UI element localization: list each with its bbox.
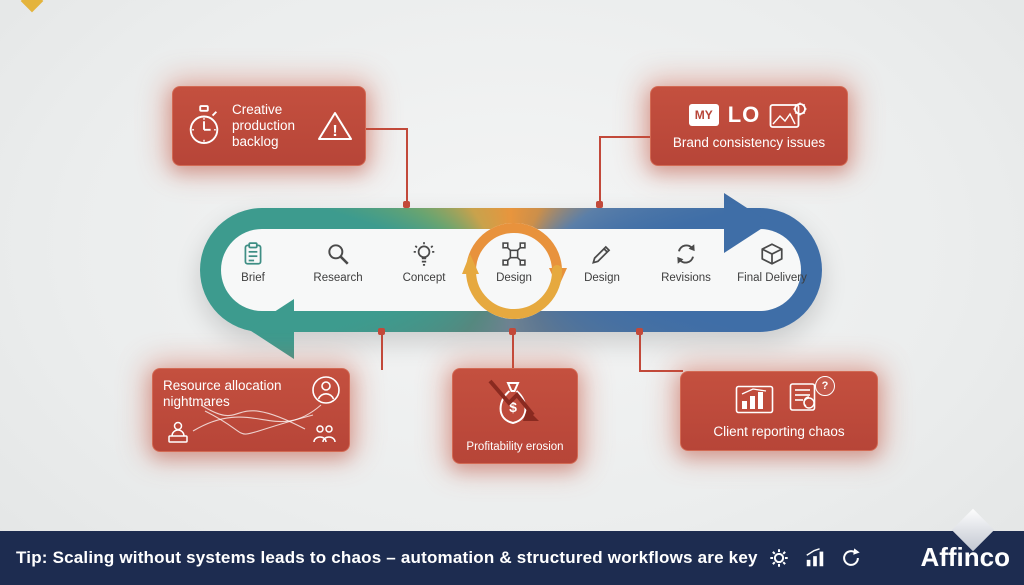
callout-label: Client reporting chaos	[713, 424, 845, 440]
callout-reporting: ? Client reporting chaos	[680, 371, 878, 451]
person-laptop-icon	[168, 421, 188, 443]
connector-backlog	[406, 128, 408, 206]
connector-reporting	[639, 370, 683, 372]
connector-node	[378, 328, 385, 335]
package-icon	[761, 243, 783, 265]
stage-label: Research	[313, 272, 363, 284]
stage-revisions: Revisions	[644, 241, 728, 284]
brand-logo: Affinco	[920, 542, 1010, 572]
tangled-lines-icon	[192, 404, 322, 435]
report-doc-icon	[789, 383, 816, 411]
callout-profit: $ Profitability erosion	[452, 368, 578, 464]
connector-node	[596, 201, 603, 208]
flow-arrow-left-icon	[248, 299, 294, 359]
stage-label: Revisions	[661, 272, 711, 284]
question-bubble-icon: ?	[815, 376, 835, 397]
callout-label: Profitability erosion	[466, 441, 564, 454]
callout-resource: Resource allocation nightmares	[152, 368, 350, 452]
callout-brand: MY LO Brand consistency issues	[650, 86, 848, 166]
pencil-icon	[592, 245, 611, 264]
design-node-icon	[502, 242, 526, 266]
mismatched-logos: MY LO	[688, 101, 810, 129]
stopwatch-icon	[189, 105, 219, 145]
reporting-icon-group: ?	[735, 376, 835, 417]
stage-label: Final Delivery	[737, 272, 807, 284]
footer-tip: Tip: Scaling without systems leads to ch…	[16, 548, 758, 567]
stage-label: Design	[496, 272, 532, 284]
decline-arrow-icon	[488, 379, 539, 421]
stage-design: Design	[560, 241, 644, 284]
decor-diamond-icon	[20, 0, 44, 13]
connector-node	[509, 328, 516, 335]
stage-label: Design	[584, 272, 620, 284]
lightbulb-icon	[413, 242, 435, 266]
profit-icon-group: $	[483, 377, 547, 433]
warning-triangle-icon: !	[318, 112, 352, 140]
connector-node	[636, 328, 643, 335]
person-circle-icon	[312, 376, 340, 404]
callout-label: Resource allocation nightmares	[163, 378, 282, 409]
bar-chart-panel-icon	[735, 385, 774, 413]
stage-research: Research	[296, 241, 380, 284]
stage-label: Brief	[241, 272, 265, 284]
framed-gear-icon	[769, 102, 807, 128]
stage-brief: Brief	[211, 241, 295, 284]
refresh-icon	[843, 548, 860, 566]
flow-arrow-right-icon	[724, 193, 770, 253]
callout-label: Brand consistency issues	[672, 135, 826, 151]
stage-label: Concept	[402, 272, 446, 284]
currency-symbol: $	[509, 399, 517, 415]
callout-label: Creative production backlog	[232, 102, 296, 149]
callout-backlog: Creative production backlog !	[172, 86, 366, 166]
footer-bar: Tip: Scaling without systems leads to ch…	[0, 508, 1024, 585]
stage-concept: Concept	[382, 241, 466, 284]
gear-icon	[770, 549, 788, 567]
logo-badge-my: MY	[688, 104, 719, 127]
cycle-arrows-icon	[677, 244, 695, 264]
design-cycle-arrows-icon	[462, 223, 567, 319]
team-icon	[313, 425, 336, 443]
connector-brand	[599, 136, 601, 206]
logo-text-lo: LO	[727, 102, 761, 128]
stage-final-delivery: Final Delivery	[730, 241, 814, 284]
growth-chart-icon	[806, 548, 824, 567]
search-icon	[328, 244, 349, 265]
connector-profit	[512, 331, 514, 370]
report-doc-wrap: ?	[789, 376, 835, 417]
connector-brand	[600, 136, 650, 138]
clipboard-icon	[244, 242, 262, 265]
stage-design-center: Design	[472, 241, 556, 284]
warning-exclamation: !	[332, 123, 337, 140]
connector-backlog	[364, 128, 408, 130]
connector-reporting	[639, 331, 641, 372]
connector-node	[403, 201, 410, 208]
footer-icon-group	[768, 547, 862, 569]
connector-resource	[381, 331, 383, 370]
